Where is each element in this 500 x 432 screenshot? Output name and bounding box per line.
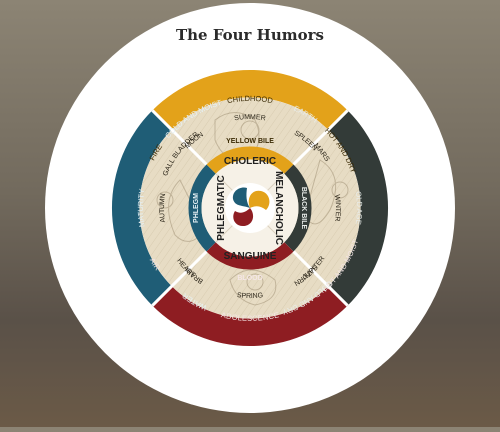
ring-melancholic xyxy=(328,110,389,306)
inner-label-phlegmatic-2: AUTUMN xyxy=(159,193,167,223)
svg-text:CHILDHOOD: CHILDHOOD xyxy=(226,94,274,105)
svg-text:WINTER: WINTER xyxy=(333,194,341,222)
svg-text:MATURITY: MATURITY xyxy=(136,188,147,228)
ring-label-sanguine-2: ADOLESCENCE xyxy=(220,310,280,323)
svg-text:ADOLESCENCE: ADOLESCENCE xyxy=(220,310,280,323)
fluid-ring xyxy=(188,146,312,270)
ring-label-melancholic-2: OLD AGE xyxy=(354,191,364,225)
svg-text:OLD AGE: OLD AGE xyxy=(354,191,364,225)
fluid-label-phlegmatic: PHLEGM xyxy=(193,193,200,223)
fluid-label-sanguine: BLOOD xyxy=(237,275,262,282)
temperament-label-sanguine: SANGUINE xyxy=(224,251,277,262)
fluid-label-melancholic: BLACK BILE xyxy=(300,187,307,230)
inner-label-choleric-2: SUMMER xyxy=(234,114,266,122)
temperament-label-choleric: CHOLERIC xyxy=(224,156,276,167)
outer-ring xyxy=(111,69,389,347)
diagram-title: The Four Humors xyxy=(176,26,324,44)
ring-label-choleric-2: CHILDHOOD xyxy=(226,94,274,105)
svg-text:SUMMER: SUMMER xyxy=(234,114,266,122)
svg-text:SPRING: SPRING xyxy=(236,292,263,300)
inner-label-melancholic-2: WINTER xyxy=(333,194,341,222)
temperament-label-phlegmatic: PHLEGMATIC xyxy=(216,175,227,240)
fluid-band-choleric xyxy=(206,146,294,174)
fluid-band-sanguine xyxy=(206,242,294,270)
temperament-label-melancholic: MELANCHOLIC xyxy=(273,171,284,245)
ring-phlegmatic xyxy=(111,110,172,306)
svg-text:AUTUMN: AUTUMN xyxy=(159,193,167,223)
ring-sanguine xyxy=(152,286,348,347)
ring-choleric xyxy=(152,69,348,130)
fluid-band-melancholic xyxy=(284,164,312,252)
triskele-swirl-icon xyxy=(232,187,270,226)
inner-label-sanguine-2: SPRING xyxy=(236,292,263,300)
fluid-band-phlegmatic xyxy=(188,164,216,252)
fluid-label-choleric: YELLOW BILE xyxy=(226,138,274,145)
ring-label-phlegmatic-2: MATURITY xyxy=(136,188,147,228)
